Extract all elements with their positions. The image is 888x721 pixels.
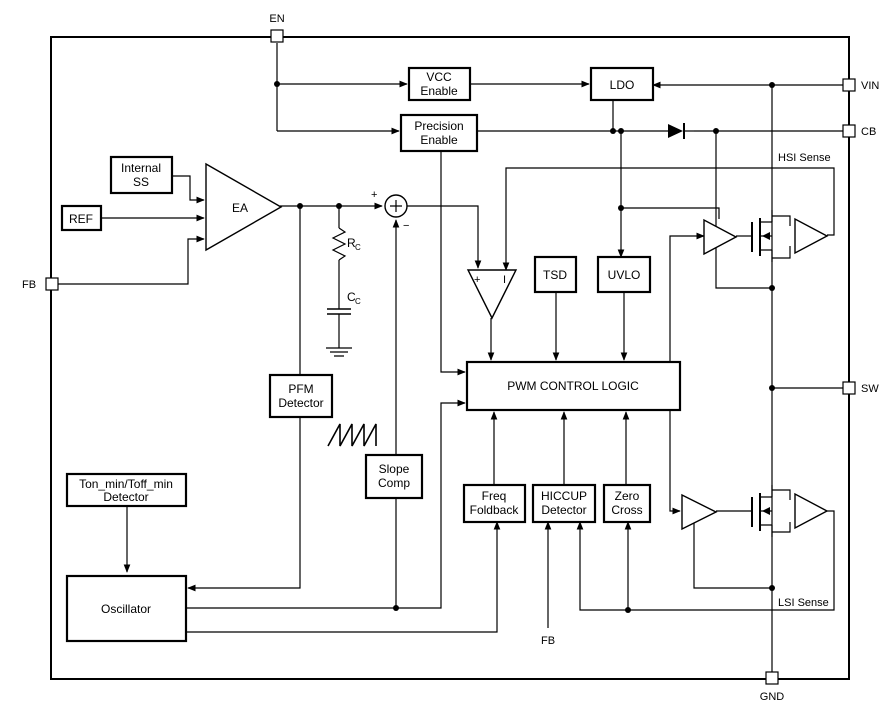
svg-text:GND: GND [760, 691, 785, 703]
svg-text:REF: REF [69, 212, 93, 226]
ea-label: EA [232, 201, 248, 215]
svg-text:Oscillator: Oscillator [101, 602, 151, 616]
svg-text:Enable: Enable [420, 84, 458, 98]
svg-text:UVLO: UVLO [608, 268, 641, 282]
svg-text:PFM: PFM [288, 382, 313, 396]
svg-text:Enable: Enable [420, 133, 458, 147]
low-side-mosfet [716, 485, 791, 537]
current-comparator [466, 269, 518, 320]
bootstrap-diode [668, 123, 694, 139]
svg-text:Detector: Detector [278, 396, 323, 410]
precision-enable-block: Precision Enable [399, 113, 479, 153]
high-side-driver [703, 218, 738, 256]
hiccup-detector-block: HICCUP Detector [531, 483, 597, 524]
pin-cb: CB [842, 124, 876, 138]
svg-text:LDO: LDO [610, 78, 635, 92]
comparator-minus: I [503, 274, 506, 286]
uvlo-block: UVLO [596, 255, 652, 294]
svg-text:EN: EN [269, 13, 284, 25]
svg-text:−: − [403, 220, 409, 232]
pin-vin: VIN [842, 78, 879, 92]
oscillator-block: Oscillator [65, 574, 188, 643]
svg-text:Detector: Detector [103, 490, 148, 504]
pin-sw: SW [842, 381, 879, 395]
high-side-mosfet [736, 210, 791, 262]
svg-text:R: R [347, 236, 356, 250]
pin-gnd: GND [760, 671, 785, 703]
svg-text:VCC: VCC [426, 70, 452, 84]
rc-label: R C [347, 236, 361, 252]
svg-text:Internal: Internal [121, 161, 161, 175]
pin-en: EN [269, 13, 285, 43]
svg-text:PWM CONTROL LOGIC: PWM CONTROL LOGIC [507, 379, 639, 393]
svg-text:FB: FB [22, 279, 36, 291]
svg-text:TSD: TSD [543, 268, 567, 282]
svg-text:Comp: Comp [378, 476, 410, 490]
low-side-sense-amp [794, 492, 829, 530]
fb-bottom-label: FB [541, 635, 555, 647]
low-side-driver [681, 493, 718, 531]
slope-comp-block: Slope Comp [364, 453, 424, 500]
internal-ss-block: Internal SS [109, 155, 174, 195]
pin-fb-left: FB [22, 277, 59, 291]
svg-text:CB: CB [861, 126, 876, 138]
svg-text:Cross: Cross [611, 503, 642, 517]
high-side-sense-amp [794, 217, 829, 255]
svg-text:Foldback: Foldback [470, 503, 520, 517]
svg-text:C: C [347, 290, 356, 304]
svg-text:Zero: Zero [615, 489, 640, 503]
svg-text:Precision: Precision [414, 119, 463, 133]
vcc-enable-block: VCC Enable [407, 66, 472, 102]
svg-text:Detector: Detector [541, 503, 586, 517]
tsd-block: TSD [533, 255, 578, 294]
zero-cross-block: Zero Cross [602, 483, 652, 524]
hsi-sense-label: HSI Sense [778, 152, 831, 164]
svg-text:Freq: Freq [482, 489, 507, 503]
junction-dots [274, 81, 775, 613]
sawtooth-waveform [327, 423, 377, 447]
svg-text:C: C [355, 243, 361, 252]
svg-text:HICCUP: HICCUP [541, 489, 587, 503]
chip-outline [50, 36, 850, 680]
ref-block: REF [60, 204, 103, 232]
svg-text:C: C [355, 297, 361, 306]
pfm-detector-block: PFM Detector [268, 373, 334, 419]
ldo-block: LDO [589, 66, 655, 102]
error-amplifier [205, 162, 283, 252]
svg-text:SW: SW [861, 383, 879, 395]
ton-toff-detector-block: Ton_min/Toff_min Detector [65, 472, 188, 508]
freq-foldback-block: Freq Foldback [462, 483, 527, 524]
svg-text:Slope: Slope [379, 462, 410, 476]
svg-text:Ton_min/Toff_min: Ton_min/Toff_min [79, 477, 173, 491]
lsi-sense-label: LSI Sense [778, 597, 829, 609]
pwm-control-logic-block: PWM CONTROL LOGIC [465, 360, 682, 412]
cc-label: C C [347, 290, 361, 306]
comparator-plus: + [474, 274, 480, 286]
svg-text:SS: SS [133, 175, 149, 189]
svg-text:+: + [371, 189, 377, 201]
svg-text:VIN: VIN [861, 80, 879, 92]
wiring [58, 43, 844, 672]
summing-node: + − [371, 189, 409, 232]
